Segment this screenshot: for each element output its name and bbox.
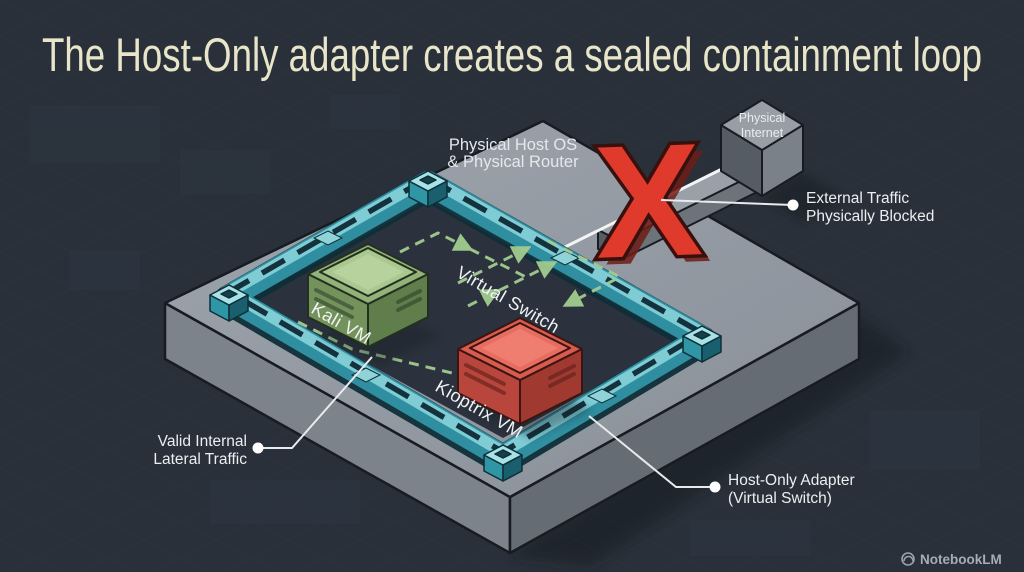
callout-external-dot — [787, 199, 799, 211]
external-label-line1: External Traffic — [806, 190, 909, 207]
traffic-path-switch-link — [469, 247, 531, 281]
internet-cube-top-face — [720, 99, 804, 151]
kioptrix-lid-highlight — [482, 329, 558, 367]
physical-internet-cube — [720, 99, 804, 197]
kali-lid-highlight — [332, 254, 404, 290]
traffic-path-kioptrix-up — [467, 289, 501, 308]
notebooklm-logo-icon — [901, 552, 915, 566]
frame-corner-cubes — [209, 170, 722, 482]
host-label-line1: Physical Host OS — [449, 136, 577, 154]
callout-host-only-adapter: Host-Only Adapter (Virtual Switch) — [588, 415, 855, 507]
pipe-end-cap — [597, 229, 621, 261]
kali-vents — [314, 288, 422, 319]
kioptrix-vents — [464, 363, 576, 395]
internal-label-line2: Lateral Traffic — [153, 451, 247, 468]
host-label-line2: & Physical Router — [447, 153, 579, 171]
callout-adapter-line — [588, 415, 715, 488]
traffic-path-ne-2 — [483, 261, 558, 300]
traffic-path-ne-1 — [457, 246, 532, 285]
blocked-x-shadow: X — [600, 116, 713, 299]
traffic-path-kali-out — [399, 231, 474, 254]
internal-label-line1: Valid Internal — [158, 433, 247, 450]
traffic-path-to-kioptrix — [547, 239, 622, 307]
adapter-label-line2: (Virtual Switch) — [728, 490, 832, 507]
callout-external-line — [660, 199, 794, 206]
callout-external-traffic: External Traffic Physically Blocked — [660, 190, 934, 225]
notebooklm-label: NotebookLM — [920, 552, 1002, 567]
page-title: The Host-Only adapter creates a sealed c… — [42, 28, 982, 81]
notebooklm-watermark: NotebookLM — [901, 552, 1002, 567]
callout-internal-line — [258, 356, 373, 449]
external-label-line2: Physically Blocked — [806, 208, 934, 225]
adapter-label-line1: Host-Only Adapter — [728, 472, 855, 489]
callout-internal-traffic: Valid Internal Lateral Traffic — [153, 356, 373, 468]
internet-label-line1: Physical — [739, 111, 786, 125]
internet-label-line2: Internet — [741, 126, 784, 140]
frame-rail-connectors — [312, 230, 618, 404]
callout-internal-dot — [252, 442, 264, 454]
uplink-connection-line — [545, 156, 746, 258]
callout-adapter-dot — [709, 481, 721, 493]
